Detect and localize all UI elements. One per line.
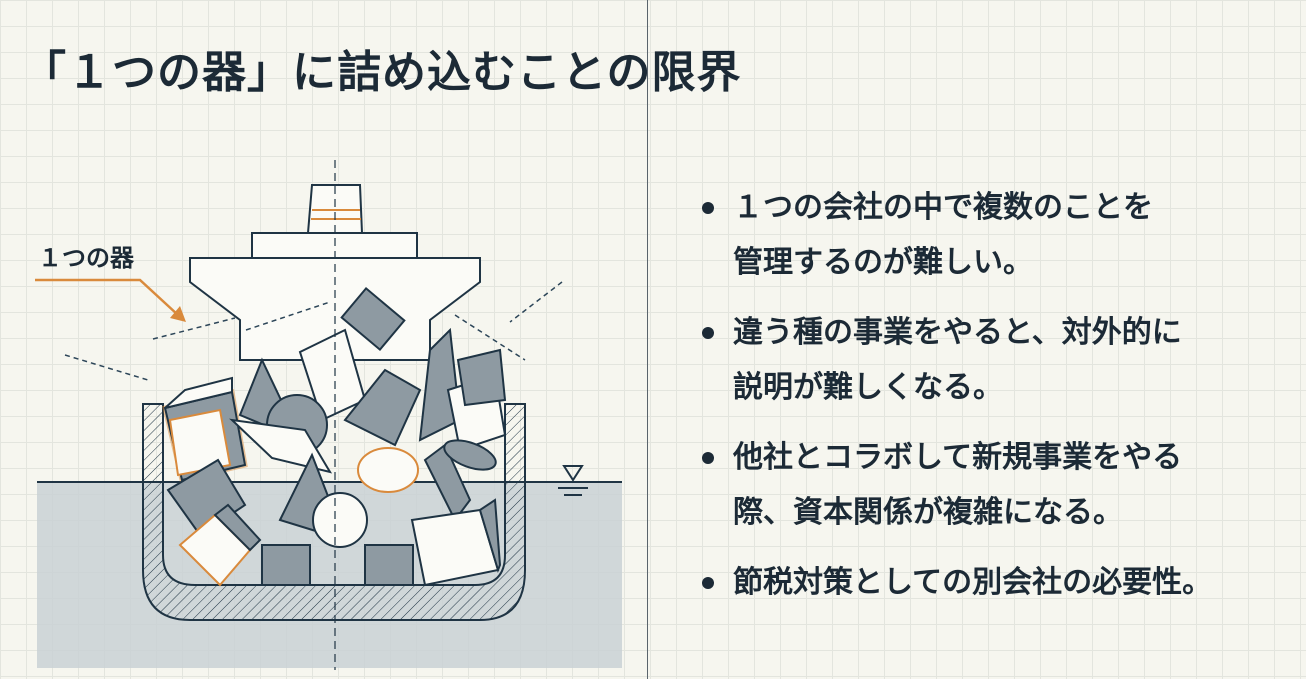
bullet-item: 節税対策としての別会社の必要性。 — [700, 555, 1300, 610]
packed-shapes — [161, 286, 507, 587]
bullet-item: 他社とコラボして新規事業をやる際、資本関係が複雑になる。 — [700, 430, 1300, 540]
page-title: 「１つの器」に詰め込むことの限界 — [22, 47, 742, 98]
container-wall — [142, 403, 526, 621]
label-arrowhead — [170, 306, 186, 322]
container-label: １つの器 — [38, 244, 134, 272]
bullet-dot — [702, 452, 714, 464]
bullet-dot — [702, 202, 714, 214]
bullet-list: １つの会社の中で複数のことを管理するのが難しい。 違う種の事業をやると、対外的に… — [700, 180, 1300, 625]
water-level-symbol — [558, 465, 588, 496]
pressure-arrows — [64, 281, 563, 381]
label-arrow — [35, 278, 179, 316]
bullet-item: 違う種の事業をやると、対外的に説明が難しくなる。 — [700, 305, 1300, 415]
overfilled-container-illustration — [35, 160, 622, 670]
column-divider — [647, 0, 648, 679]
bullet-dot — [702, 577, 714, 589]
bullet-dot — [702, 327, 714, 339]
bullet-item: １つの会社の中で複数のことを管理するのが難しい。 — [700, 180, 1300, 290]
